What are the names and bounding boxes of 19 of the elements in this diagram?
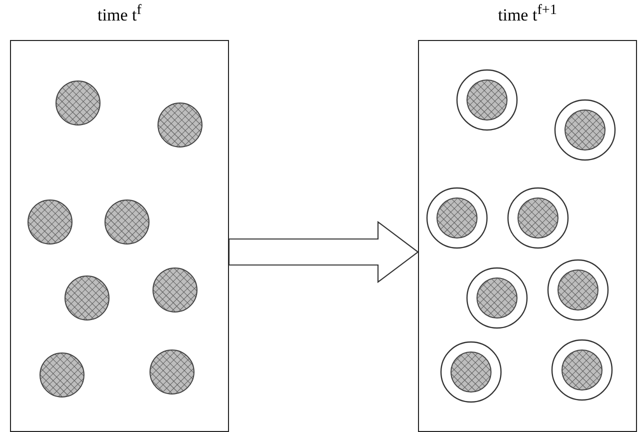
ringed-particle (426, 187, 488, 249)
time-label: time t$^{f}$ (96, 2, 142, 26)
hatched-particle (39, 352, 85, 398)
hatched-particle (157, 102, 203, 148)
ringed-particle (551, 339, 613, 401)
time-label: time t$^{f+1}$ (497, 2, 558, 26)
hatched-particle (64, 275, 110, 321)
hatched-particle (149, 349, 195, 395)
hatched-particle (27, 199, 73, 245)
ringed-particle (440, 341, 502, 403)
ringed-particle (507, 187, 569, 249)
ringed-particle (554, 99, 616, 161)
hatched-particle (55, 80, 101, 126)
ringed-particle (456, 69, 518, 131)
ringed-particle (466, 267, 528, 329)
ringed-particle (547, 259, 609, 321)
block-arrow (228, 220, 419, 284)
hatched-particle (104, 199, 150, 245)
hatched-particle (152, 267, 198, 313)
